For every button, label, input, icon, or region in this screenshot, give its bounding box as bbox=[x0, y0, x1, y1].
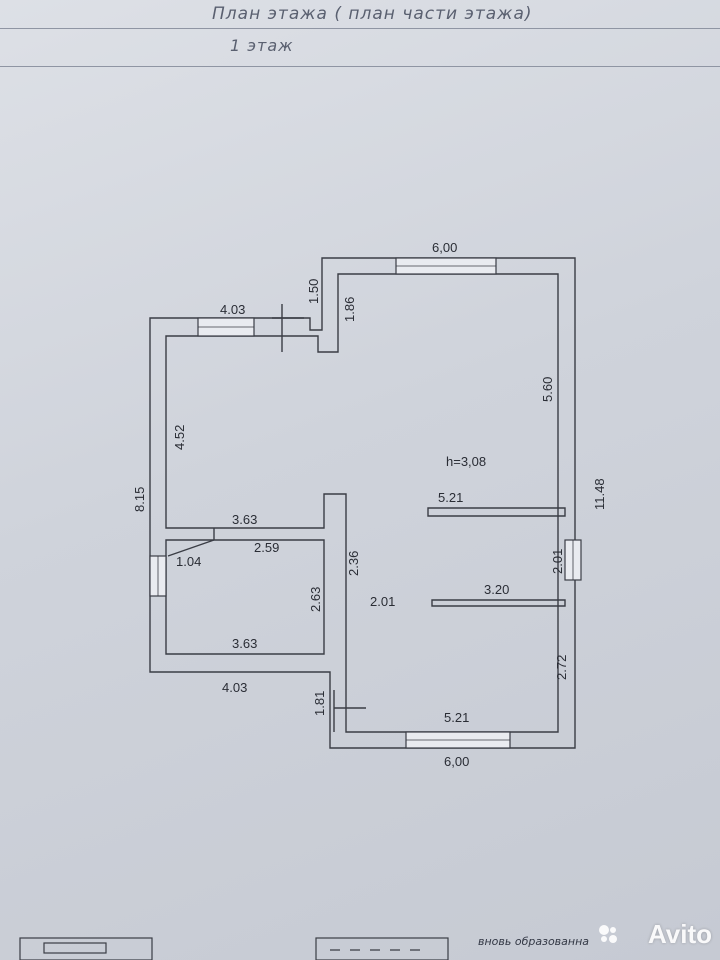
dim-step-height: 1.50 bbox=[306, 279, 321, 304]
legend-box-dashed bbox=[315, 937, 449, 960]
dim-partition-left: 3.63 bbox=[232, 512, 257, 527]
legend-window-symbol bbox=[43, 942, 107, 954]
legend-box-wall bbox=[19, 937, 153, 960]
dim-room-bottom: 3.63 bbox=[232, 636, 257, 651]
dim-room-height: 2.63 bbox=[308, 587, 323, 612]
dim-bottom-total: 6,00 bbox=[444, 754, 469, 769]
dim-right-middle: 2.01 bbox=[550, 549, 565, 574]
partition-upper bbox=[427, 507, 566, 517]
header-rule bbox=[0, 28, 720, 29]
avito-logo-icon bbox=[599, 925, 617, 943]
dim-center-lower: 2.01 bbox=[370, 594, 395, 609]
dim-bottom-inner: 5.21 bbox=[444, 710, 469, 725]
dim-center-upper: 2.36 bbox=[346, 551, 361, 576]
dim-bottom-step: 1.81 bbox=[312, 691, 327, 716]
dim-bottom-left-width: 4.03 bbox=[222, 680, 247, 695]
dim-right-lower: 2.72 bbox=[554, 655, 569, 680]
outer-wall bbox=[149, 257, 576, 749]
footer-note: вновь образованна bbox=[478, 935, 590, 948]
dim-left-inner: 4.52 bbox=[172, 425, 187, 450]
dim-top-left-width: 4.03 bbox=[220, 302, 245, 317]
dim-partition-right-lower: 3.20 bbox=[484, 582, 509, 597]
avito-watermark: Avito bbox=[647, 919, 712, 949]
dim-top-right-width: 6,00 bbox=[432, 240, 457, 255]
partition-lower bbox=[431, 599, 566, 607]
inner-wall bbox=[165, 273, 559, 733]
room-wall bbox=[165, 539, 325, 655]
dim-right-total: 11.48 bbox=[592, 478, 607, 510]
room-wall-inner bbox=[167, 528, 215, 557]
step-lines bbox=[272, 304, 366, 732]
floor-rule bbox=[0, 66, 720, 67]
dim-left-total: 8.15 bbox=[132, 487, 147, 512]
dim-partition-right-upper: 5.21 bbox=[438, 490, 463, 505]
dim-diagonal: 1.04 bbox=[176, 554, 201, 569]
height-label: h=3,08 bbox=[446, 454, 486, 469]
plan-title: План этажа ( план части этажа) bbox=[212, 4, 533, 24]
dim-step-inner: 1.86 bbox=[342, 297, 357, 322]
floor-label: 1 этаж bbox=[230, 36, 294, 55]
dim-room-width: 2.59 bbox=[254, 540, 279, 555]
dim-right-upper: 5.60 bbox=[540, 377, 555, 402]
